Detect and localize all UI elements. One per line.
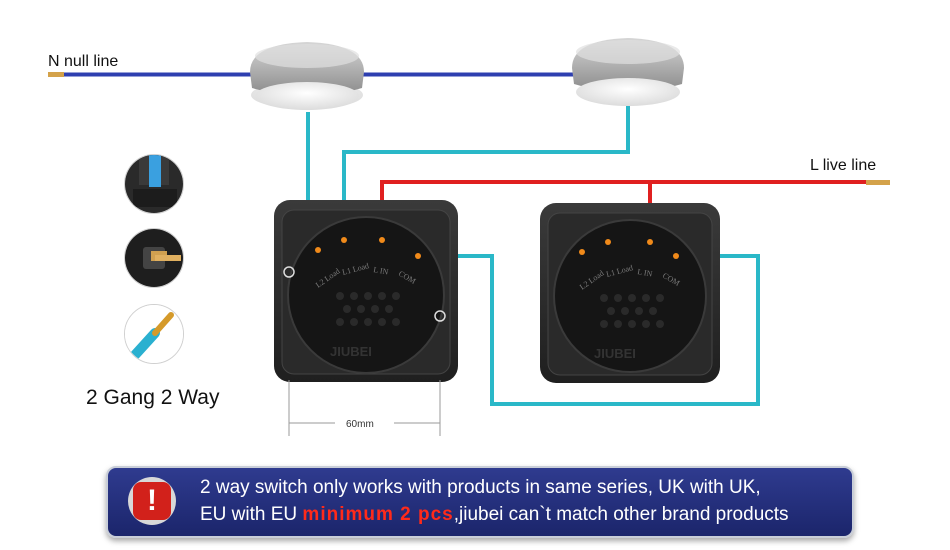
dimension-label: 60mm [346,419,374,430]
notice-banner: ! 2 way switch only works with products … [106,466,854,538]
switch-right-terminal-3: L IN [637,267,654,279]
mode-title: 2 Gang 2 Way [86,386,220,409]
dimension-marker [288,380,441,436]
neutral-line-label: N null line [48,53,118,70]
switch-left-brand: JIUBEI [330,344,372,359]
ceiling-lamp-right [572,38,684,106]
screw-terminal-photo-icon [124,228,184,288]
notice-highlight: minimum 2 pcs [302,504,454,525]
neutral-wire [48,72,640,77]
notice-line-2-start: EU with EU [200,504,298,525]
switch-right [540,203,720,383]
warning-icon: ! [128,477,176,525]
switch-left [274,200,458,382]
ceiling-lamp-left [250,42,364,110]
live-line-label: L live line [810,157,876,174]
notice-line-1: 2 way switch only works with products in… [200,477,761,498]
switch-left-terminal-3: L IN [373,265,390,277]
blue-wire-photo-icon [124,154,184,214]
notice-line-2-end: ,jiubei can`t match other brand products [453,504,789,525]
switch-right-brand: JIUBEI [594,346,636,361]
stripped-wire-photo-icon [124,304,184,364]
notice-line-2: EU with EU minimum 2 pcs,jiubei can`t ma… [200,504,789,526]
